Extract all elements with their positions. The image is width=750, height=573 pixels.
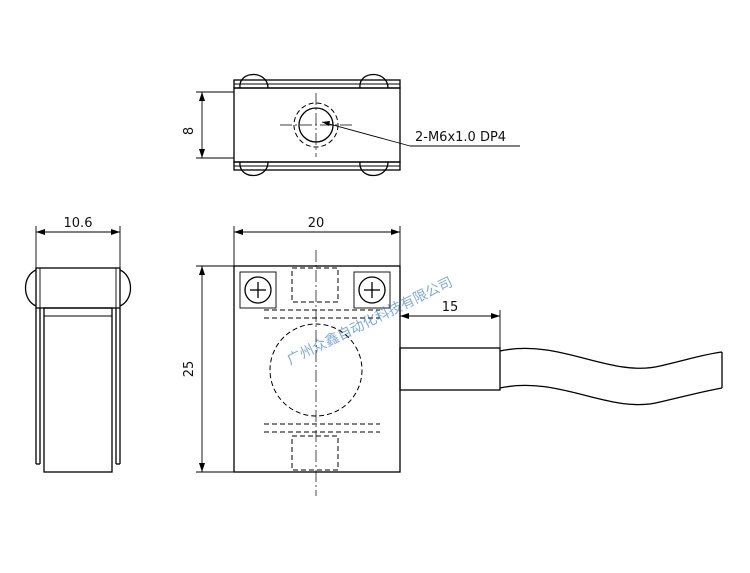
dim-cable-length: 15 xyxy=(442,300,459,315)
watermark: 广州众鑫自动化科技有限公司 xyxy=(284,274,455,369)
dim-height-top: 8 xyxy=(182,127,197,135)
screw-right-icon xyxy=(353,271,391,309)
front-view xyxy=(196,226,401,496)
cable xyxy=(399,310,723,406)
dim-side-width: 10.6 xyxy=(64,216,93,231)
side-view xyxy=(24,226,132,473)
dim-front-height: 25 xyxy=(182,361,197,378)
thread-callout: 2-M6x1.0 DP4 xyxy=(415,130,506,145)
dim-front-width: 20 xyxy=(308,216,325,231)
screw-left-icon xyxy=(239,271,277,309)
top-view xyxy=(196,74,520,176)
